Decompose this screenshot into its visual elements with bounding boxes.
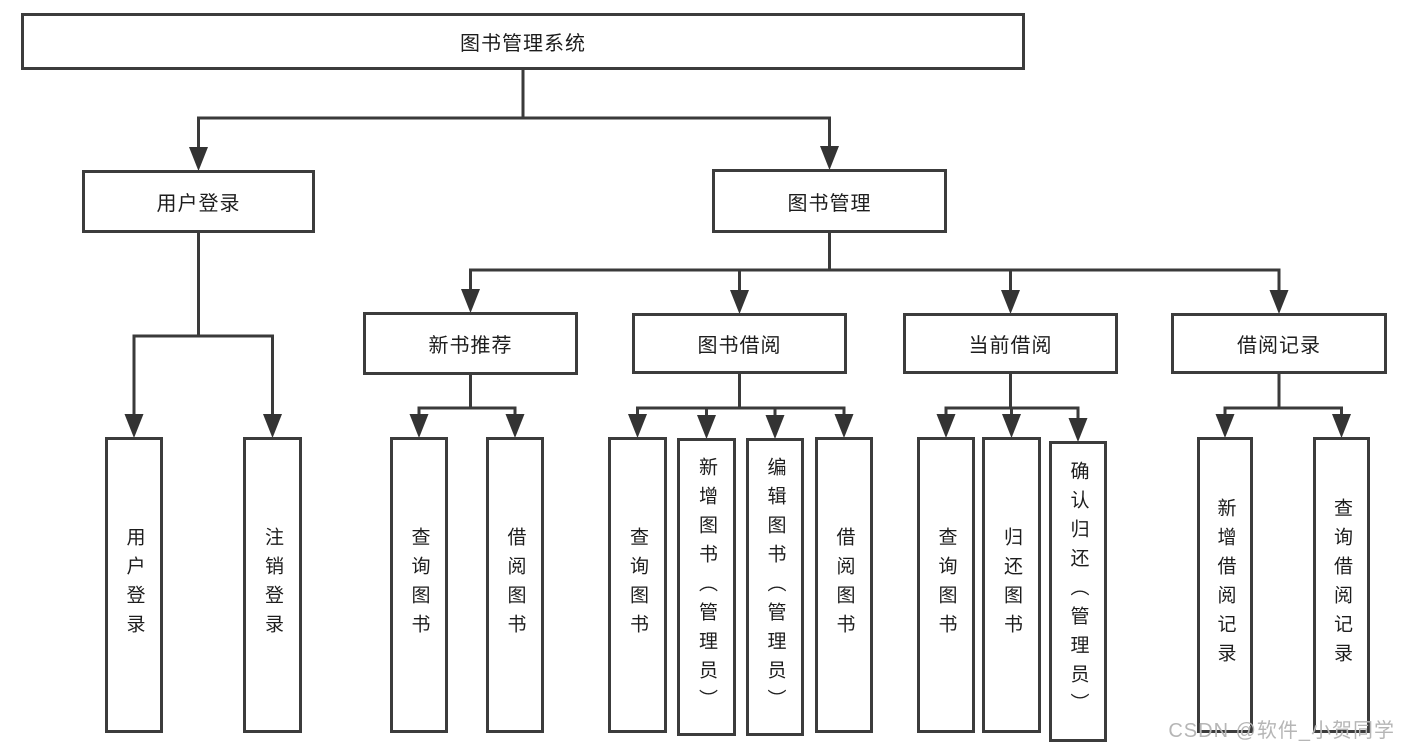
node-bb-edit: 编辑图书（管理员） xyxy=(746,438,804,736)
node-bb-add: 新增图书（管理员） xyxy=(677,438,736,736)
node-br-add: 新增借阅记录 xyxy=(1197,437,1253,733)
arrowhead-new-book-rec xyxy=(461,289,480,313)
node-label-borrow-records: 借阅记录 xyxy=(1237,335,1321,357)
arrowhead-br-add xyxy=(1215,414,1235,438)
node-user-login: 用户登录 xyxy=(82,170,315,233)
arrowhead-cb-query xyxy=(936,414,956,438)
node-label-book-borrow: 图书借阅 xyxy=(697,335,782,357)
node-cb-return: 归还图书 xyxy=(982,437,1041,733)
node-bb-query: 查询图书 xyxy=(608,437,667,733)
arrowhead-cb-return xyxy=(1002,414,1021,438)
arrowhead-bb-edit xyxy=(765,415,785,439)
node-root: 图书管理系统 xyxy=(21,13,1025,70)
arrowhead-bb-borrow xyxy=(834,414,854,438)
node-label-rec-borrow: 借阅图书 xyxy=(504,527,526,643)
arrowhead-rec-borrow xyxy=(505,414,525,438)
arrowhead-current-borrow xyxy=(1001,290,1020,314)
node-label-cb-return: 归还图书 xyxy=(1001,527,1022,643)
node-rec-borrow: 借阅图书 xyxy=(486,437,544,733)
node-label-root: 图书管理系统 xyxy=(460,33,586,55)
node-label-br-query: 查询借阅记录 xyxy=(1331,498,1352,672)
node-label-bb-borrow: 借阅图书 xyxy=(833,527,855,643)
node-label-logout: 注销登录 xyxy=(262,527,283,643)
csdn-watermark: CSDN @软件_小贺同学 xyxy=(1168,720,1395,742)
node-label-cb-confirm: 确认归还（管理员） xyxy=(1067,461,1089,722)
arrowhead-bb-add xyxy=(697,415,716,439)
node-label-bb-add: 新增图书（管理员） xyxy=(696,456,717,718)
node-rec-query: 查询图书 xyxy=(390,437,448,733)
arrowhead-br-query xyxy=(1332,414,1351,438)
arrowhead-rec-query xyxy=(409,414,429,438)
node-logout: 注销登录 xyxy=(243,437,302,733)
node-label-br-add: 新增借阅记录 xyxy=(1214,498,1236,672)
node-label-new-book-rec: 新书推荐 xyxy=(428,335,513,357)
node-book-borrow: 图书借阅 xyxy=(632,313,847,374)
node-label-cb-query: 查询图书 xyxy=(935,527,957,643)
node-new-book-rec: 新书推荐 xyxy=(363,312,578,375)
node-login: 用户登录 xyxy=(105,437,163,733)
node-bb-borrow: 借阅图书 xyxy=(815,437,873,733)
arrowhead-book-mgmt xyxy=(820,146,839,170)
node-label-book-mgmt: 图书管理 xyxy=(787,192,872,215)
node-book-mgmt: 图书管理 xyxy=(712,169,947,233)
node-borrow-records: 借阅记录 xyxy=(1171,313,1387,374)
node-label-current-borrow: 当前借阅 xyxy=(968,335,1053,357)
node-cb-query: 查询图书 xyxy=(917,437,975,733)
arrowhead-user-login xyxy=(189,147,208,171)
node-cb-confirm: 确认归还（管理员） xyxy=(1049,441,1107,742)
arrowhead-bb-query xyxy=(628,414,647,438)
node-label-bb-query: 查询图书 xyxy=(627,527,648,643)
arrowhead-borrow-records xyxy=(1269,290,1289,314)
arrowhead-cb-confirm xyxy=(1068,418,1088,442)
node-label-rec-query: 查询图书 xyxy=(408,527,430,643)
arrowhead-logout xyxy=(263,414,282,438)
node-label-bb-edit: 编辑图书（管理员） xyxy=(764,456,786,718)
node-label-login: 用户登录 xyxy=(123,527,145,643)
node-br-query: 查询借阅记录 xyxy=(1313,437,1370,733)
arrowhead-login xyxy=(124,414,144,438)
node-current-borrow: 当前借阅 xyxy=(903,313,1118,374)
arrowhead-book-borrow xyxy=(730,290,749,314)
node-label-user-login: 用户登录 xyxy=(156,193,241,215)
